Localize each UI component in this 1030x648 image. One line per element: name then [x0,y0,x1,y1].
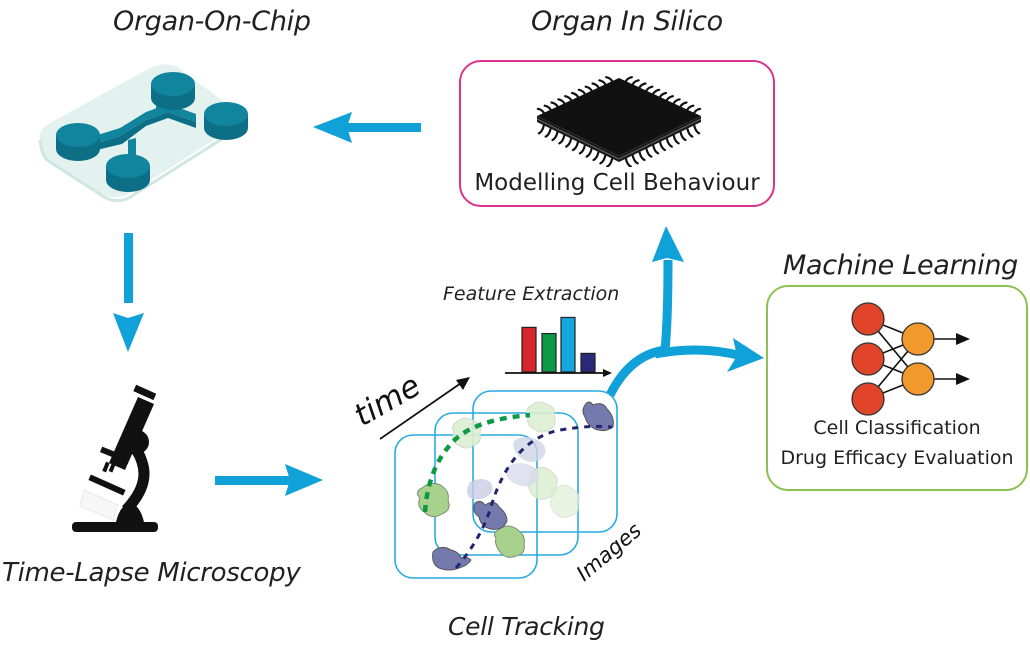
image-frame-back [472,390,618,533]
organ-on-chip-title: Organ-On-Chip [113,6,311,37]
cell-classification-label: Cell Classification [813,417,981,439]
chip-pin [624,157,632,167]
time-arrow [379,377,470,440]
chip-pin [606,157,614,167]
chip-pin [686,104,695,111]
arrow-down-to-microscope [113,233,144,352]
chip-well [56,123,100,147]
output-node [901,362,935,396]
chip-pin [584,85,593,92]
chip-pin [652,144,660,155]
feature-bar [580,352,596,373]
chip-pin [693,107,702,114]
chip-pin [564,95,573,102]
arrows [113,112,421,496]
cell-green [416,482,450,518]
chip-pin [599,154,607,165]
cells [416,401,614,571]
chip-pin [551,130,559,142]
chip-pin [565,137,573,148]
cell-navy [432,546,472,571]
drug-efficacy-label: Drug Efficacy Evaluation [780,447,1014,469]
chip-pin [571,140,580,152]
cell-green-faded [549,484,580,518]
chip-pin [693,124,701,135]
chip-pin [543,104,552,111]
organ-in-silico-title: Organ In Silico [531,6,723,37]
chip-pin [638,82,647,89]
cell-navy [473,500,508,530]
chip-pin [536,107,545,114]
chip-pin [658,140,667,152]
modelling-cell-behaviour-caption: Modelling Cell Behaviour [474,170,760,196]
microscope-icon [72,384,158,532]
chip-pin [591,82,600,89]
chip-pin [672,98,681,105]
bar-chart-icon [505,316,612,377]
chip-pin [585,147,593,158]
feature-bar [541,332,557,373]
cell-navy [582,401,614,432]
organ-in-silico-box: Modelling Cell Behaviour [459,60,775,207]
chip-pin [631,79,640,86]
chip-pin [598,79,607,86]
chip-pin [537,124,545,135]
chip-pin [665,137,673,148]
chip-pin [577,88,586,95]
feature-bar [521,326,537,373]
chip-pin [557,98,566,105]
track-navy [454,424,613,569]
neural-network-icon [851,302,970,416]
time-lapse-microscopy-title: Time-Lapse Microscopy [2,558,301,588]
chip-pin [544,127,552,138]
organ-on-chip-icon [38,64,248,203]
cell-green [493,525,525,558]
feature-extraction-label: Feature Extraction [443,283,620,305]
machine-learning-box: Cell Classification Drug Efficacy Evalua… [766,285,1028,491]
chip-pin [570,91,580,99]
chip-pin [665,95,674,102]
cell-tracking-title: Cell Tracking [448,612,605,641]
chip-pin [645,85,654,92]
chip-pin [624,76,633,83]
microchip-icon [536,76,702,167]
chip-pin [550,101,559,108]
chip-well [106,154,150,178]
branch-arrow [605,226,764,398]
chip-pin [645,147,653,158]
feature-bar [560,316,576,373]
output-node [901,322,935,356]
chip-pin [578,144,586,155]
cell-navy-faded [513,437,546,462]
chip-pin [672,134,680,145]
input-node [851,302,885,336]
chip-pin [558,134,566,145]
chip-pin [631,154,639,165]
input-node [851,342,885,376]
cell-navy-faded [467,479,493,500]
chip-pin [686,127,694,138]
chip-well [151,72,195,96]
chip-pin [679,101,688,108]
cell-green-faded [526,401,556,433]
chip-well [204,102,248,126]
chip-pin [605,76,614,83]
chip-pin [638,150,646,162]
arrow-right-to-tracking [215,464,323,496]
chip-pin [679,130,687,142]
time-label: time [348,368,427,434]
chip-pin [592,150,600,162]
machine-learning-title: Machine Learning [783,250,1018,281]
cell-navy-faded [506,463,540,487]
arrow-left-to-chip [313,112,421,143]
chip-pin [658,91,668,99]
input-node [851,382,885,416]
chip-pin [652,88,661,95]
